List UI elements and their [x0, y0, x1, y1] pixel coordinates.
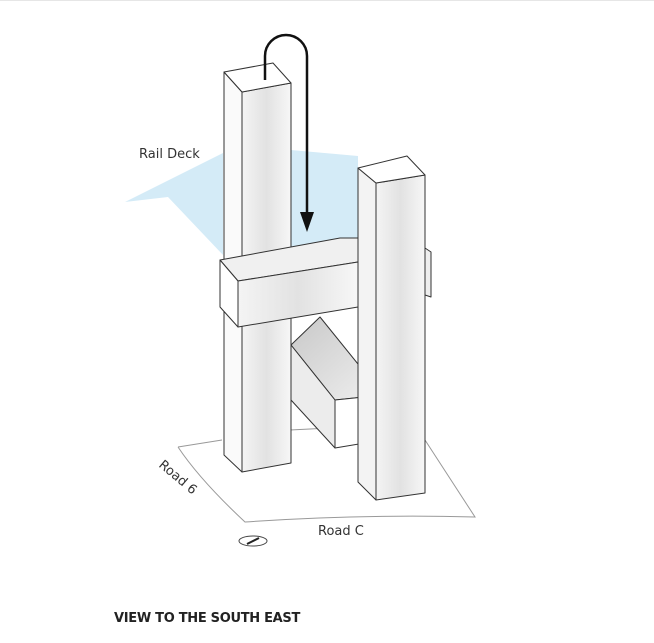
north-arrow-icon: [238, 535, 268, 547]
top-divider: [0, 0, 654, 1]
rail-deck-label: Rail Deck: [139, 147, 200, 162]
rail-deck-plane-back: [291, 150, 358, 248]
site-outline: [177, 427, 476, 523]
circulation-arrow-icon: [263, 33, 314, 232]
road-6-label: Road 6: [155, 458, 199, 498]
rail-deck-plane: [125, 153, 223, 255]
right-tower: [357, 155, 432, 501]
horizontal-beam: [219, 237, 359, 328]
road-c-label: Road C: [318, 524, 364, 539]
diagram-caption: VIEW TO THE SOUTH EAST: [114, 611, 301, 626]
